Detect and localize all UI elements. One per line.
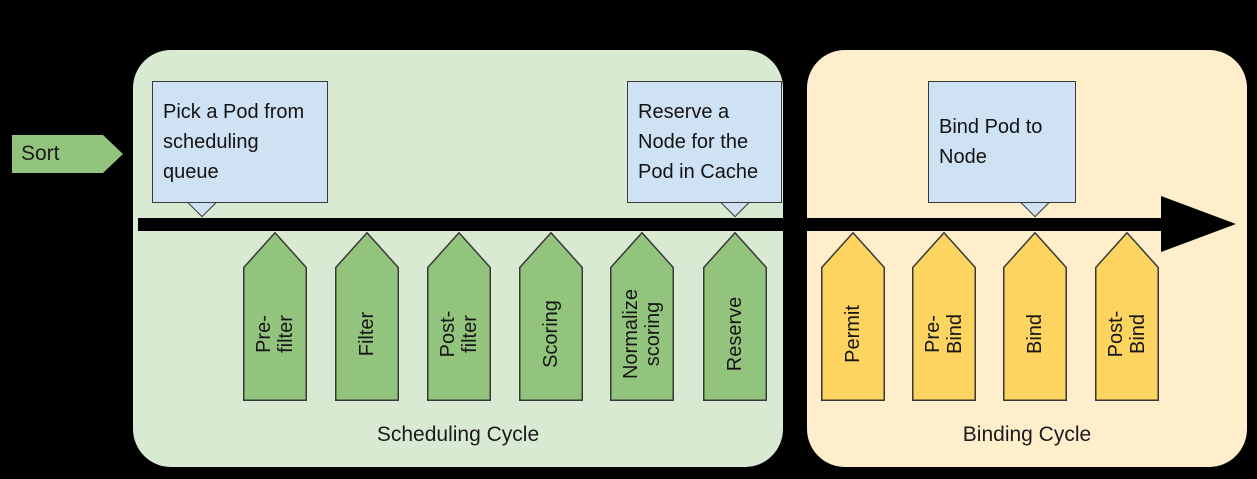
pentagon-arrow-up-icon <box>335 232 399 401</box>
stage-arrow-reserve: Reserve <box>703 232 767 401</box>
sort-stage-arrow: Sort <box>12 135 123 173</box>
stage-label: Filter <box>355 311 378 357</box>
callout-box: Pick a Pod from scheduling queue <box>152 81 328 203</box>
callout-pick-pod: Pick a Pod from scheduling queue <box>152 81 328 218</box>
pentagon-arrow-up-icon <box>610 232 674 401</box>
pentagon-arrow-up-icon <box>821 232 885 401</box>
stage-label: Scoring <box>540 300 562 368</box>
scheduling-cycle-title: Scheduling Cycle <box>376 423 540 446</box>
callout-text: Pick a Pod from scheduling queue <box>163 101 305 183</box>
stage-label: Post-Bind <box>1105 310 1149 358</box>
pentagon-arrow-up-icon <box>519 232 583 401</box>
pentagon-arrow-up-icon <box>243 232 307 401</box>
stage-label: Pre-Bind <box>922 313 966 355</box>
stage-arrow-permit: Permit <box>821 232 885 401</box>
stage-arrow-bind: Bind <box>1003 232 1067 401</box>
callout-text: Bind Pod to Node <box>939 116 1043 168</box>
pentagon-arrow-up-icon <box>427 232 491 401</box>
stage-label: Normalize scoring <box>620 288 664 380</box>
callout-box: Bind Pod to Node <box>928 81 1076 203</box>
stage-arrow-pre-filter: Pre-filter <box>243 232 307 401</box>
stage-label: Pre-filter <box>253 315 297 353</box>
stage-arrow-scoring: Scoring <box>519 232 583 401</box>
stage-arrow-post-filter: Post-filter <box>427 232 491 401</box>
timeline-arrow-shaft <box>138 218 1162 231</box>
stage-arrow-filter: Filter <box>335 232 399 401</box>
stage-label: Reserve <box>724 296 747 372</box>
stage-arrow-normalize-scoring: Normalize scoring <box>610 232 674 401</box>
callout-text: Reserve a Node for the Pod in Cache <box>638 101 759 183</box>
pentagon-arrow-up-icon <box>703 232 767 401</box>
stage-label: Bind <box>1024 313 1046 355</box>
callout-reserve-node: Reserve a Node for the Pod in Cache <box>627 81 782 218</box>
pentagon-arrow-up-icon <box>1095 232 1159 401</box>
pentagon-arrow-up-icon <box>1003 232 1067 401</box>
binding-cycle-title: Binding Cycle <box>962 423 1092 446</box>
stage-arrow-pre-bind: Pre-Bind <box>912 232 976 401</box>
stage-label: Post-filter <box>437 310 481 358</box>
sort-stage-label: Sort <box>21 142 60 165</box>
timeline-arrowhead-icon <box>1161 196 1236 252</box>
stage-label: Permit <box>841 305 864 363</box>
callout-bind-pod: Bind Pod to Node <box>928 81 1076 218</box>
stage-arrow-post-bind: Post-Bind <box>1095 232 1159 401</box>
pentagon-arrow-up-icon <box>912 232 976 401</box>
callout-box: Reserve a Node for the Pod in Cache <box>627 81 782 203</box>
